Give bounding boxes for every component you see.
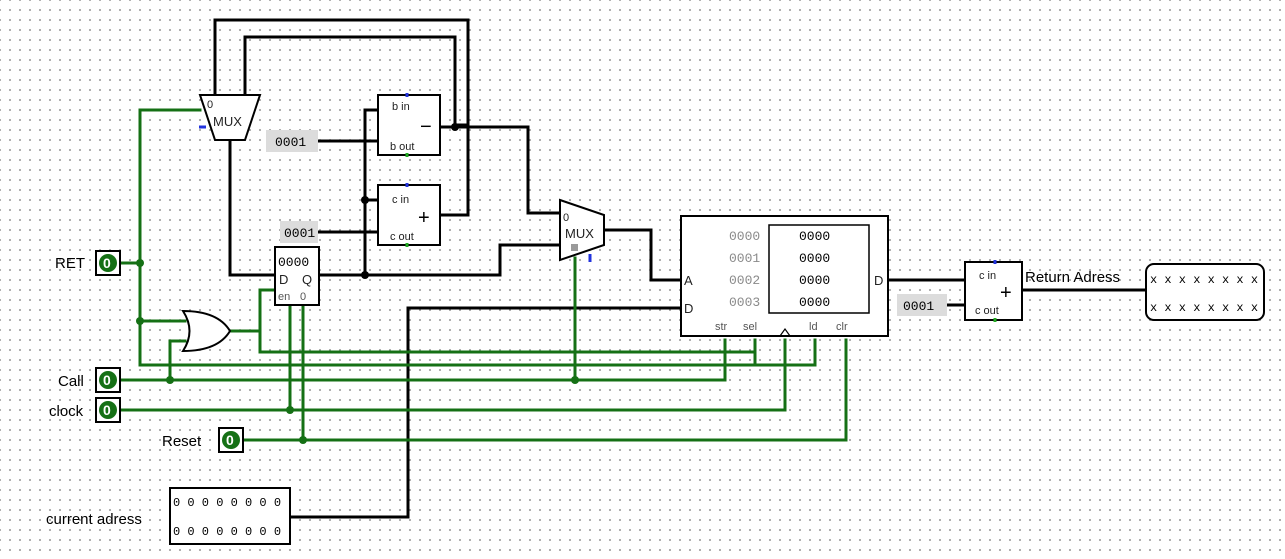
mux-2[interactable]: 0 MUX (559, 198, 605, 262)
register-q-label: Q (302, 272, 312, 287)
current-address-input[interactable]: current adress 0 0 0 0 0 0 0 0 0 0 0 0 0… (46, 487, 291, 545)
ram-pin-a: A (684, 273, 693, 288)
ram-pin-sel: sel (743, 321, 757, 333)
current-address-row-1: 0 0 0 0 0 0 0 0 (173, 496, 281, 510)
mux2-select-label: 0 (563, 212, 569, 224)
ram-pin-clr: clr (836, 321, 848, 333)
register-d-label: D (279, 272, 288, 287)
mux1-select-label: 0 (207, 99, 213, 111)
subtractor-b-in: b in (392, 101, 410, 113)
adder1-c-out: c out (390, 231, 414, 243)
ram-value-3: 0000 (799, 295, 830, 310)
ram-address-2: 0002 (729, 273, 760, 288)
junctions (136, 123, 579, 444)
adder2-op: + (1000, 282, 1012, 304)
ram-pin-str: str (715, 321, 728, 333)
control-wires (118, 108, 848, 442)
ram[interactable]: 0000 0001 0002 0003 0000 0000 0000 0000 … (680, 215, 889, 337)
register[interactable]: 0000 D Q en 0 (274, 246, 320, 306)
adder2-c-out: c out (975, 305, 999, 317)
mux-1[interactable]: 0 MUX (198, 94, 262, 141)
return-address-row-1: x x x x x x x x (1150, 273, 1258, 287)
reset-value: 0 (226, 432, 234, 448)
subtractor-op: − (420, 116, 432, 138)
ret-label: RET (55, 255, 85, 272)
register-value: 0000 (278, 255, 309, 270)
const-adder2-value: 0001 (903, 299, 934, 314)
ram-pin-d-in: D (684, 301, 693, 316)
reset-pin[interactable]: Reset 0 (162, 427, 244, 453)
call-label: Call (58, 373, 84, 390)
const-adder1-value: 0001 (284, 226, 315, 241)
clock-label: clock (49, 403, 84, 420)
const-subtractor: 0001 (266, 130, 318, 152)
clock-value: 0 (103, 402, 111, 418)
mux1-label: MUX (213, 114, 242, 129)
const-adder1: 0001 (280, 221, 318, 243)
call-pin[interactable]: Call 0 (58, 367, 121, 393)
or-gate[interactable] (181, 309, 232, 353)
adder1-c-in: c in (392, 194, 409, 206)
adder2-c-in: c in (979, 270, 996, 282)
subtractor[interactable]: b in b out − (377, 93, 441, 157)
reset-label: Reset (162, 433, 202, 450)
ram-address-3: 0003 (729, 295, 760, 310)
const-subtractor-value: 0001 (275, 135, 306, 150)
ram-clock-triangle (779, 327, 791, 337)
subtractor-b-out: b out (390, 141, 414, 153)
mux2-label: MUX (565, 226, 594, 241)
adder-2[interactable]: c in c out + (964, 260, 1023, 322)
register-en-label: en (278, 291, 290, 303)
adder-1[interactable]: c in c out + (377, 183, 441, 247)
ram-pin-d-out: D (874, 273, 883, 288)
ram-address-1: 0001 (729, 251, 760, 266)
ret-pin[interactable]: RET 0 (55, 250, 121, 276)
call-value: 0 (103, 372, 111, 388)
current-address-label: current adress (46, 511, 142, 528)
ram-value-0: 0000 (799, 229, 830, 244)
ret-value: 0 (103, 255, 111, 271)
ram-address-0: 0000 (729, 229, 760, 244)
clock-pin[interactable]: clock 0 (49, 397, 121, 423)
ram-value-1: 0000 (799, 251, 830, 266)
return-address-output: Return Adress x x x x x x x x x x x x x … (1025, 263, 1265, 321)
return-address-row-2: x x x x x x x x (1150, 301, 1258, 315)
register-zero-label: 0 (300, 291, 306, 303)
adder1-op: + (418, 207, 430, 229)
const-adder2: 0001 (897, 294, 947, 316)
ram-value-2: 0000 (799, 273, 830, 288)
return-address-label: Return Adress (1025, 269, 1120, 286)
ram-pin-ld: ld (809, 321, 818, 333)
current-address-row-2: 0 0 0 0 0 0 0 0 (173, 525, 281, 539)
bus-wires (213, 18, 1148, 519)
